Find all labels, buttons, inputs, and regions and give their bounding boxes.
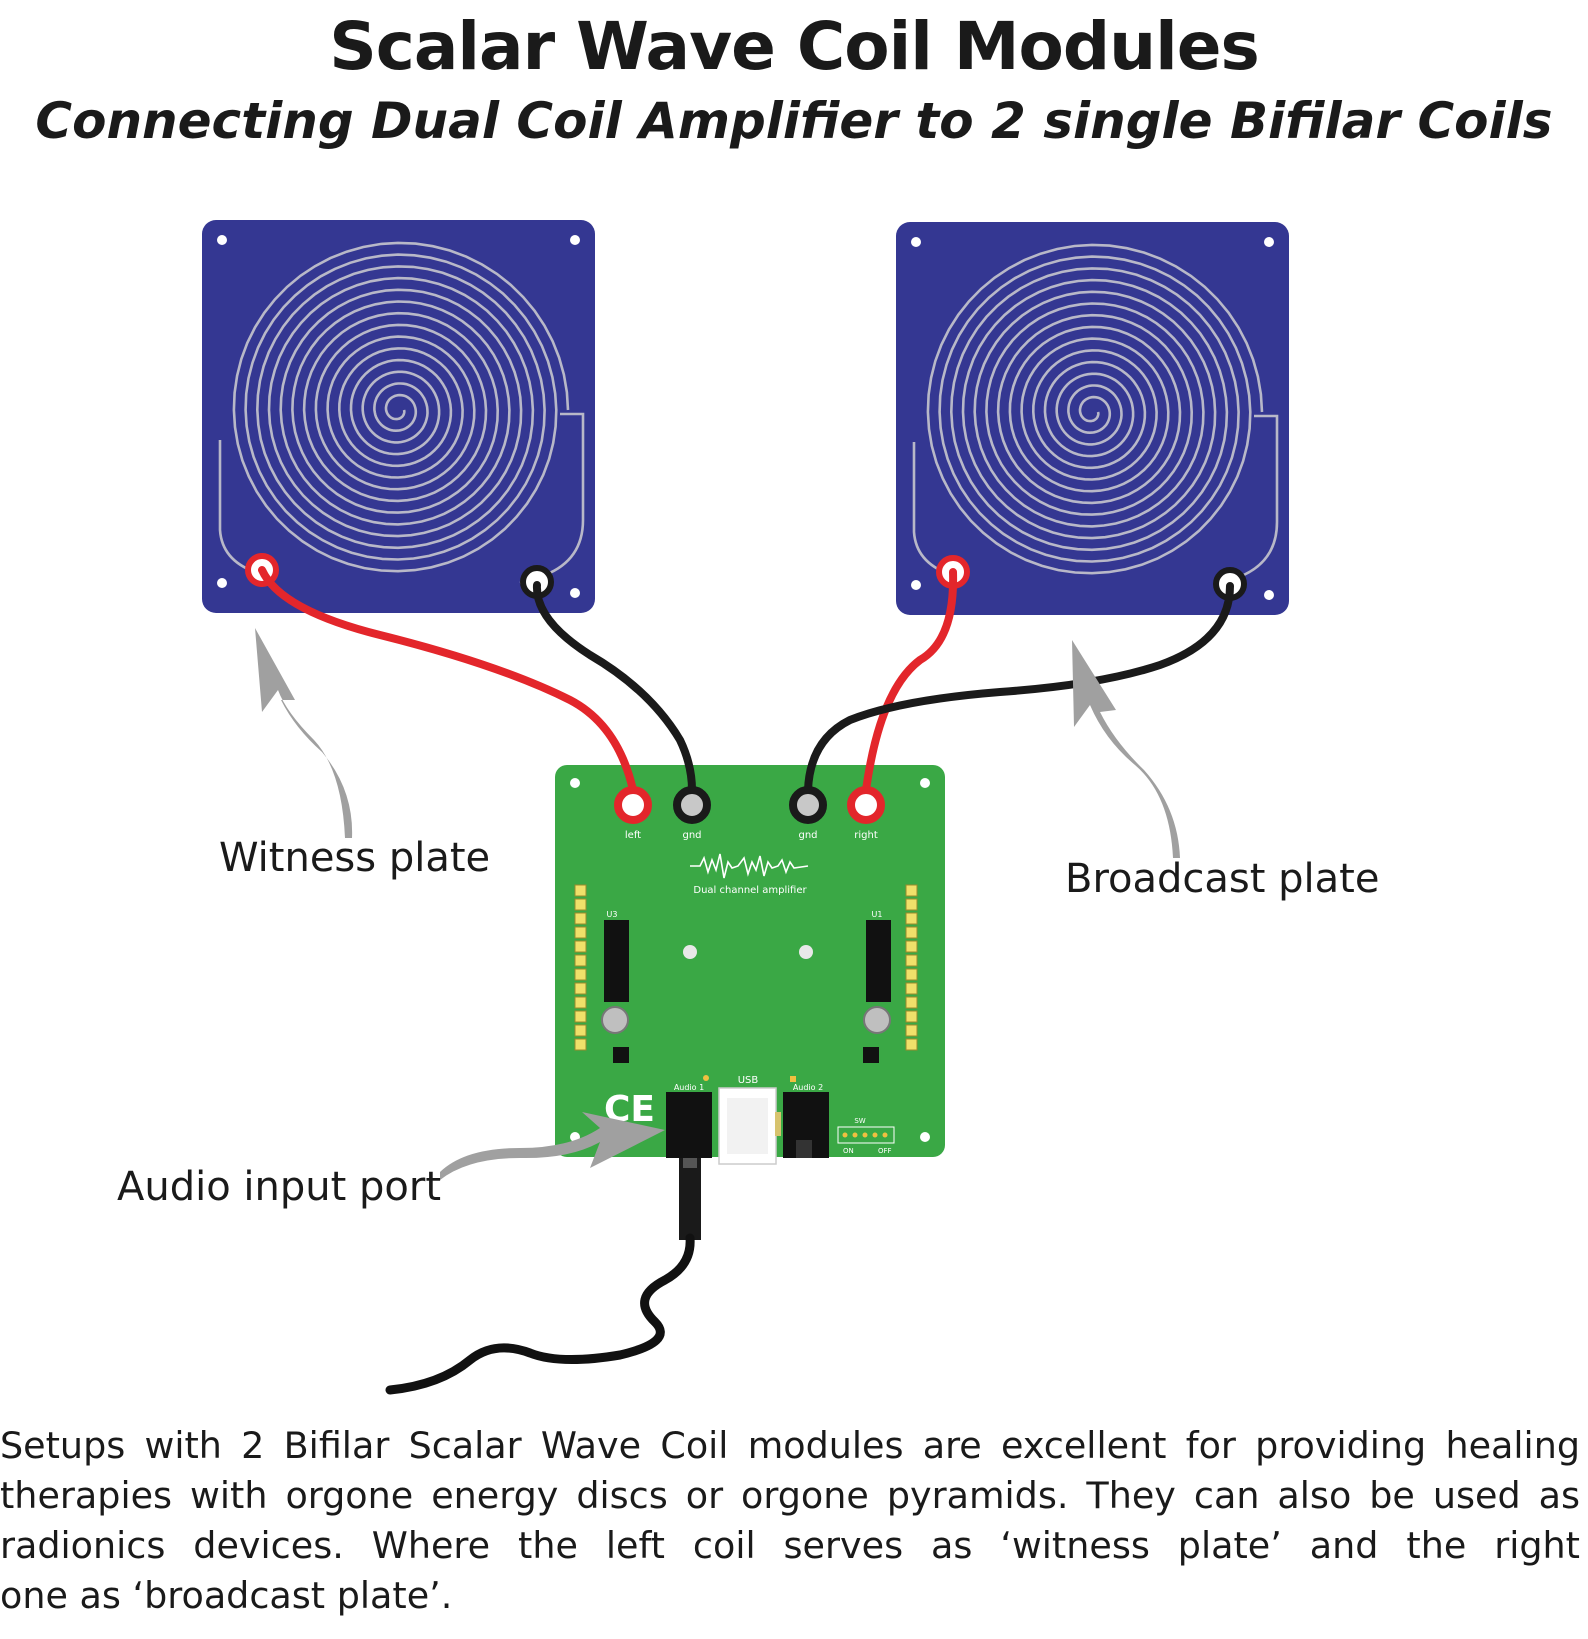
audio-jack-1	[666, 1092, 712, 1158]
witness-arrow	[255, 628, 353, 838]
pcb-terminal-right	[847, 786, 885, 824]
pcb-pad	[574, 1038, 587, 1051]
pcb-pad	[905, 1010, 918, 1023]
waveform-logo	[690, 853, 809, 879]
audio1-label: Audio 1	[674, 1083, 704, 1092]
pcb-pad	[905, 968, 918, 981]
broadcast-arrow	[1072, 640, 1180, 858]
audio-plug	[679, 1158, 701, 1240]
page-subtitle: Connecting Dual Coil Amplifier to 2 sing…	[35, 92, 1553, 150]
right-coil-spiral	[926, 243, 1264, 575]
capacitor-left	[601, 1006, 629, 1034]
pcb-pad	[574, 954, 587, 967]
pcb-pad	[574, 1010, 587, 1023]
pcb-pad	[905, 954, 918, 967]
terminal-label-right: right	[854, 830, 878, 841]
switch-pin	[842, 1132, 848, 1138]
left-pad-column	[574, 884, 587, 1051]
broadcast-plate-label: Broadcast plate	[1065, 856, 1380, 902]
pcb-terminal-left	[614, 786, 652, 824]
pcb-pad	[905, 898, 918, 911]
witness-plate-label: Witness plate	[219, 835, 491, 881]
pcb-pad	[574, 982, 587, 995]
pcb-pad	[574, 996, 587, 1009]
ic-right	[866, 920, 891, 1002]
switch-label: SW	[854, 1117, 865, 1125]
wires	[258, 566, 1234, 1395]
pcb-pad	[574, 940, 587, 953]
pcb-pad	[574, 1024, 587, 1037]
pcb-pad	[905, 982, 918, 995]
pcb-pad	[574, 926, 587, 939]
terminal-label-gnd-2: gnd	[798, 830, 817, 841]
pcb-name: Dual channel amplifier	[693, 885, 807, 896]
pcb-pad	[905, 1024, 918, 1037]
ic-right-label: U1	[872, 910, 883, 919]
pcb-terminal-gnd-2	[789, 786, 827, 824]
wiring-diagram: left gnd gnd right Dual channel amplifie…	[202, 220, 1289, 1395]
switch-pins	[842, 1132, 888, 1138]
caption-text-last-line: one as ‘broadcast plate’.	[0, 1574, 453, 1617]
terminal-label-left: left	[625, 830, 641, 841]
left-coil-plate	[202, 220, 595, 613]
audio-arrow	[440, 1112, 665, 1180]
switch-pin	[852, 1132, 858, 1138]
wire-black-right	[804, 582, 1234, 794]
wire-red-right	[862, 568, 958, 794]
switch-pin	[862, 1132, 868, 1138]
amplifier-pcb: left gnd gnd right Dual channel amplifie…	[555, 765, 945, 1165]
capacitor-right	[863, 1006, 891, 1034]
usb-label: USB	[738, 1075, 759, 1086]
terminal-label-gnd-1: gnd	[682, 830, 701, 841]
switch-off-label: OFF	[878, 1147, 892, 1155]
pcb-pad	[574, 898, 587, 911]
audio-cable	[385, 1233, 695, 1395]
pcb-pad	[905, 912, 918, 925]
pcb-terminal-gnd-1	[673, 786, 711, 824]
arrows	[255, 628, 1180, 1180]
switch-pin	[872, 1132, 878, 1138]
caption-text: Setups with 2 Bifilar Scalar Wave Coil m…	[0, 1424, 1580, 1567]
switch-on-label: ON	[843, 1147, 854, 1155]
pcb-pad	[905, 884, 918, 897]
pcb-pad	[905, 940, 918, 953]
pcb-pad	[574, 912, 587, 925]
ic-left	[604, 920, 629, 1002]
switch-pin	[882, 1132, 888, 1138]
dip-switch	[837, 1126, 895, 1144]
pcb-pad	[905, 1038, 918, 1051]
left-coil-spiral	[232, 241, 570, 573]
wire-black-left	[532, 581, 696, 794]
ic-left-label: U3	[607, 910, 618, 919]
page-title: Scalar Wave Coil Modules	[329, 8, 1260, 85]
pcb-pad	[905, 996, 918, 1009]
pcb-pad	[574, 968, 587, 981]
audio-input-port-label: Audio input port	[117, 1164, 442, 1210]
right-coil-plate	[896, 222, 1289, 615]
audio2-label: Audio 2	[793, 1083, 823, 1092]
wire-red-left	[258, 566, 637, 794]
pcb-pad	[574, 884, 587, 897]
pcb-pad	[905, 926, 918, 939]
right-pad-column	[905, 884, 918, 1051]
